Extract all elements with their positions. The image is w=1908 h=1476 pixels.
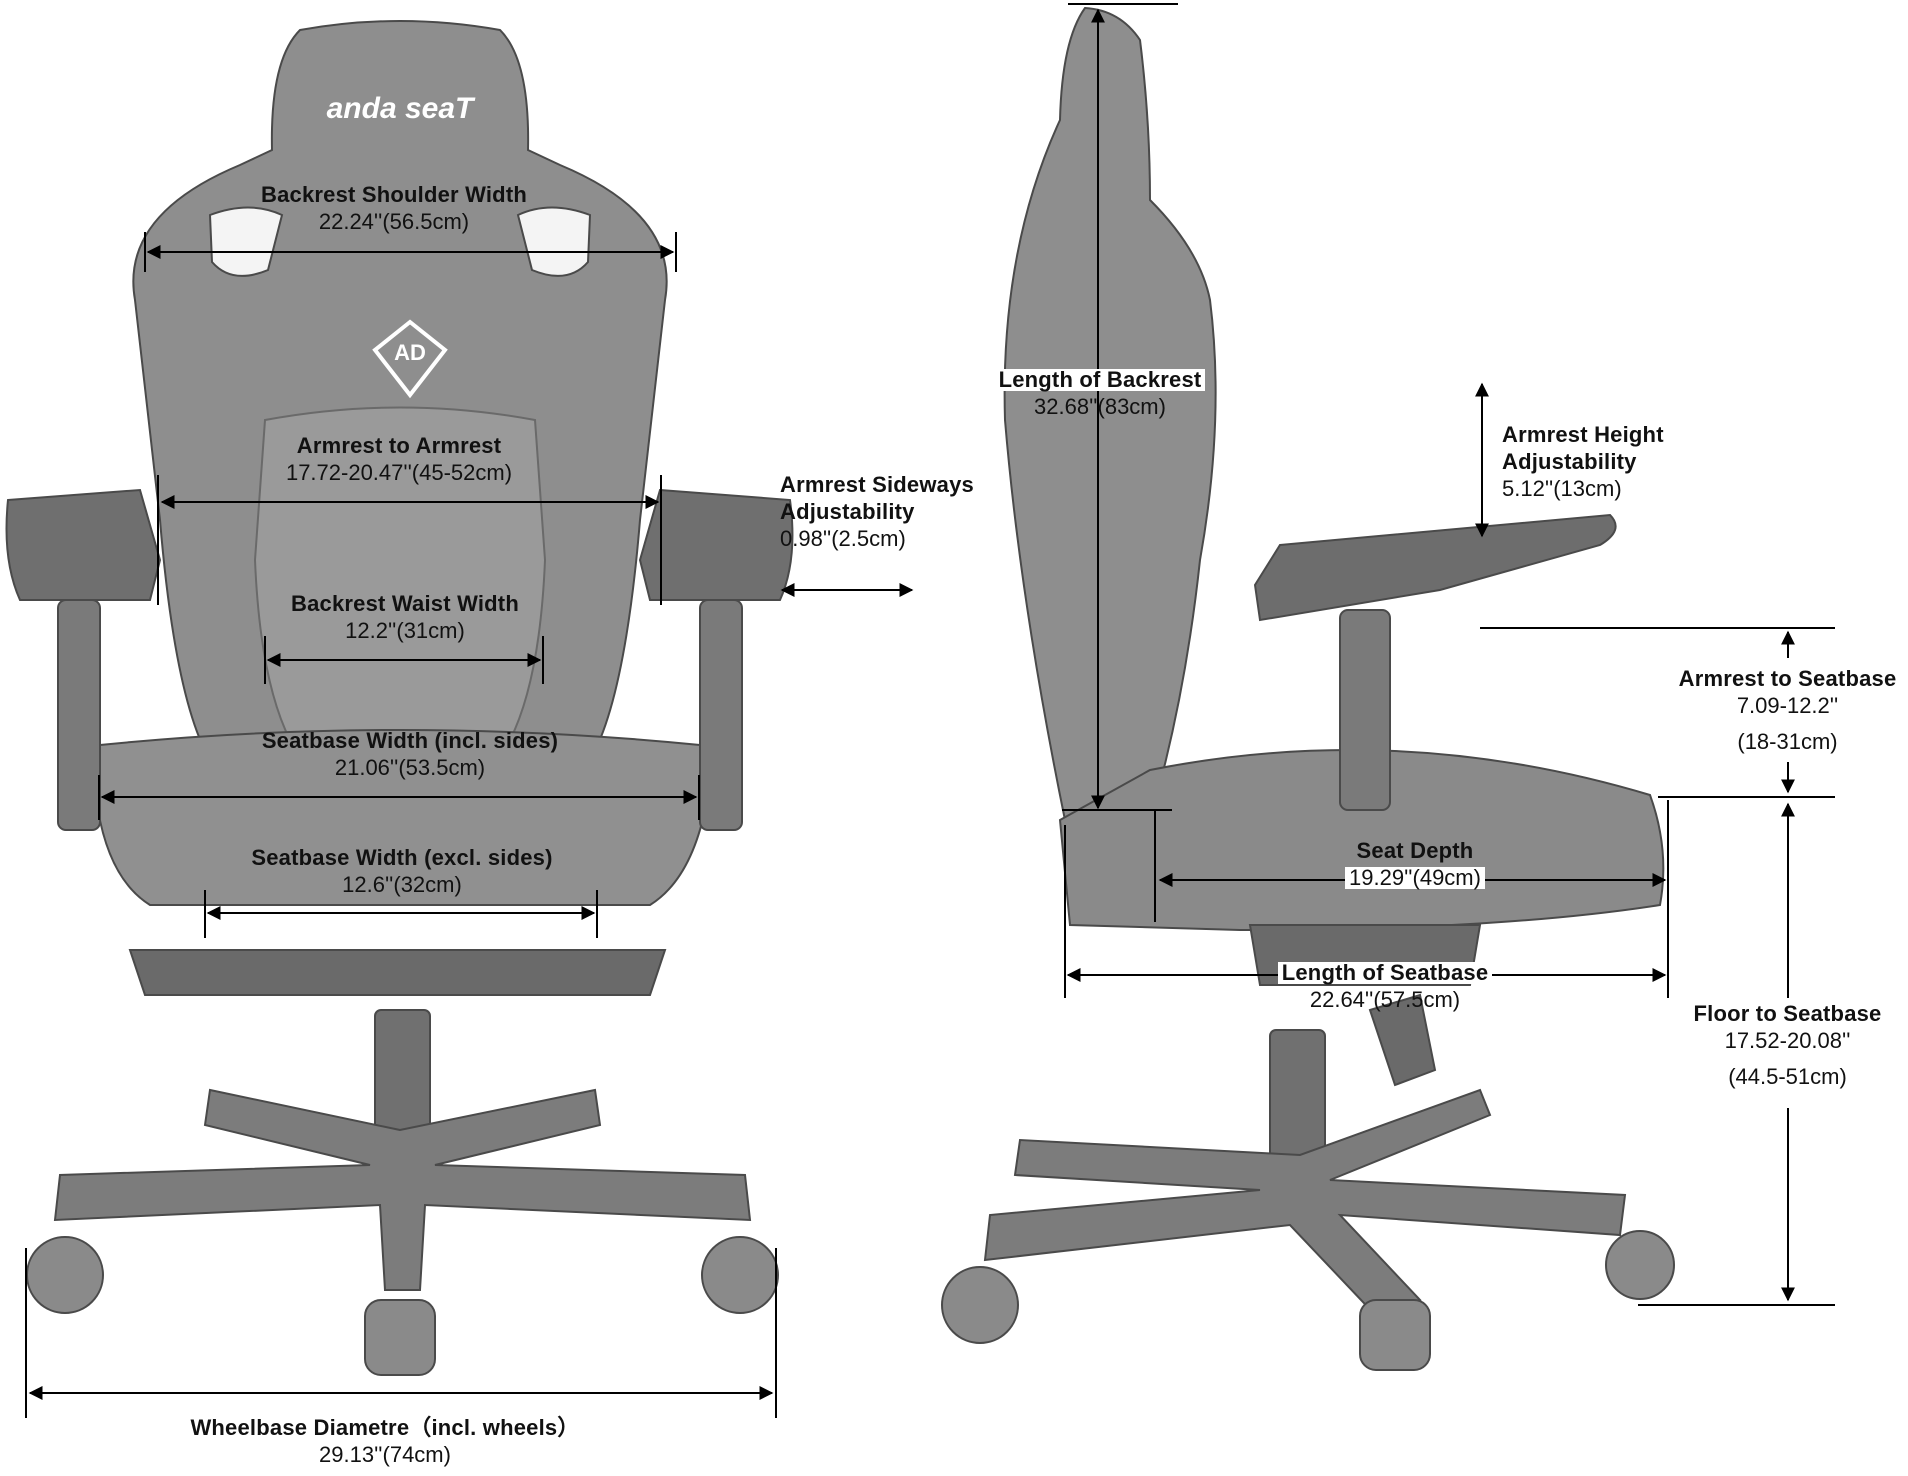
label-title: Length of Backrest (994, 369, 1206, 391)
label-value: 22.24''(56.5cm) (318, 209, 470, 234)
label-title: Seat Depth (1356, 838, 1474, 863)
label-seatbase-width-incl: Seatbase Width (incl. sides) 21.06''(53.… (240, 730, 580, 779)
front-base (53, 1088, 752, 1291)
side-gas-lift (1269, 1029, 1326, 1161)
label-title: Seatbase Width (incl. sides) (261, 728, 559, 753)
label-wheelbase-diametre: Wheelbase Diametre（incl. wheels） 29.13''… (160, 1417, 610, 1466)
label-backrest-waist-width: Backrest Waist Width 12.2''(31cm) (274, 593, 536, 642)
label-value: 19.29''(49cm) (1345, 867, 1485, 889)
label-title-line2: Adjustability (1502, 449, 1637, 474)
side-chair-illustration (941, 6, 1675, 1371)
label-value: 29.13''(74cm) (319, 1442, 451, 1467)
side-wheel-center (1359, 1299, 1431, 1371)
label-value: 21.06''(53.5cm) (334, 755, 486, 780)
side-tilt-knob (1368, 993, 1437, 1087)
front-armrest-post-right (699, 599, 743, 831)
label-value: 5.12''(13cm) (1502, 476, 1622, 501)
dimension-lines (25, 3, 1835, 1418)
front-armrest-pad-left (5, 488, 162, 601)
label-title: Armrest to Armrest (296, 433, 502, 458)
front-armrest-pad-right (638, 488, 794, 601)
front-armrest-post-left (57, 599, 101, 831)
label-title-line1: Armrest Sideways (780, 472, 974, 497)
label-length-of-backrest: Length of Backrest 32.68''(83cm) (980, 369, 1220, 418)
brand-emblem-icon: AD (372, 319, 448, 399)
label-title: Backrest Waist Width (291, 591, 519, 616)
label-armrest-height-adj: Armrest Height Adjustability 5.12''(13cm… (1502, 424, 1664, 500)
label-title: Floor to Seatbase (1693, 1001, 1882, 1026)
side-armrest-pad (1253, 513, 1617, 622)
label-value: 17.72-20.47''(45-52cm) (285, 460, 513, 485)
label-value-line2: (18-31cm) (1737, 729, 1838, 754)
label-value: 32.68''(83cm) (1034, 394, 1166, 419)
label-title: Wheelbase Diametre（incl. wheels） (190, 1415, 580, 1440)
label-title-line2: Adjustability (780, 499, 915, 524)
front-wheel-center (364, 1299, 436, 1376)
side-backrest (1003, 6, 1217, 821)
label-seat-depth: Seat Depth 19.29''(49cm) (1290, 840, 1540, 889)
label-value: 22.64''(57.5cm) (1309, 987, 1461, 1012)
label-value-line2: (44.5-51cm) (1728, 1064, 1847, 1089)
front-wheel-left (26, 1236, 104, 1314)
side-armrest-post (1339, 609, 1391, 811)
label-armrest-to-seatbase: Armrest to Seatbase 7.09-12.2'' (18-31cm… (1665, 668, 1908, 753)
front-mechanism (128, 949, 667, 996)
label-value: 0.98''(2.5cm) (780, 526, 906, 551)
label-armrest-sideways: Armrest Sideways Adjustability 0.98''(2.… (780, 474, 974, 550)
label-armrest-to-armrest: Armrest to Armrest 17.72-20.47''(45-52cm… (264, 435, 534, 484)
label-title-line1: Armrest Height (1502, 422, 1664, 447)
label-seatbase-width-excl: Seatbase Width (excl. sides) 12.6''(32cm… (232, 847, 572, 896)
label-value-line1: 7.09-12.2'' (1736, 693, 1839, 718)
label-backrest-shoulder-width: Backrest Shoulder Width 22.24''(56.5cm) (249, 184, 539, 233)
label-length-of-seatbase: Length of Seatbase 22.64''(57.5cm) (1255, 962, 1515, 1011)
side-wheel-right (1605, 1230, 1675, 1300)
svg-text:AD: AD (394, 340, 426, 365)
front-chair-illustration (5, 20, 794, 1376)
label-value: 12.6''(32cm) (342, 872, 462, 897)
label-title: Seatbase Width (excl. sides) (251, 845, 553, 870)
label-value: 12.2''(31cm) (345, 618, 465, 643)
side-wheel-left (941, 1266, 1019, 1344)
label-title: Armrest to Seatbase (1678, 666, 1897, 691)
front-wheel-right (701, 1236, 779, 1314)
label-title: Length of Seatbase (1277, 962, 1493, 984)
brand-logo: anda seaT (327, 92, 476, 125)
label-title: Backrest Shoulder Width (260, 182, 527, 207)
label-value-line1: 17.52-20.08'' (1724, 1028, 1851, 1053)
label-floor-to-seatbase: Floor to Seatbase 17.52-20.08'' (44.5-51… (1665, 1003, 1908, 1088)
